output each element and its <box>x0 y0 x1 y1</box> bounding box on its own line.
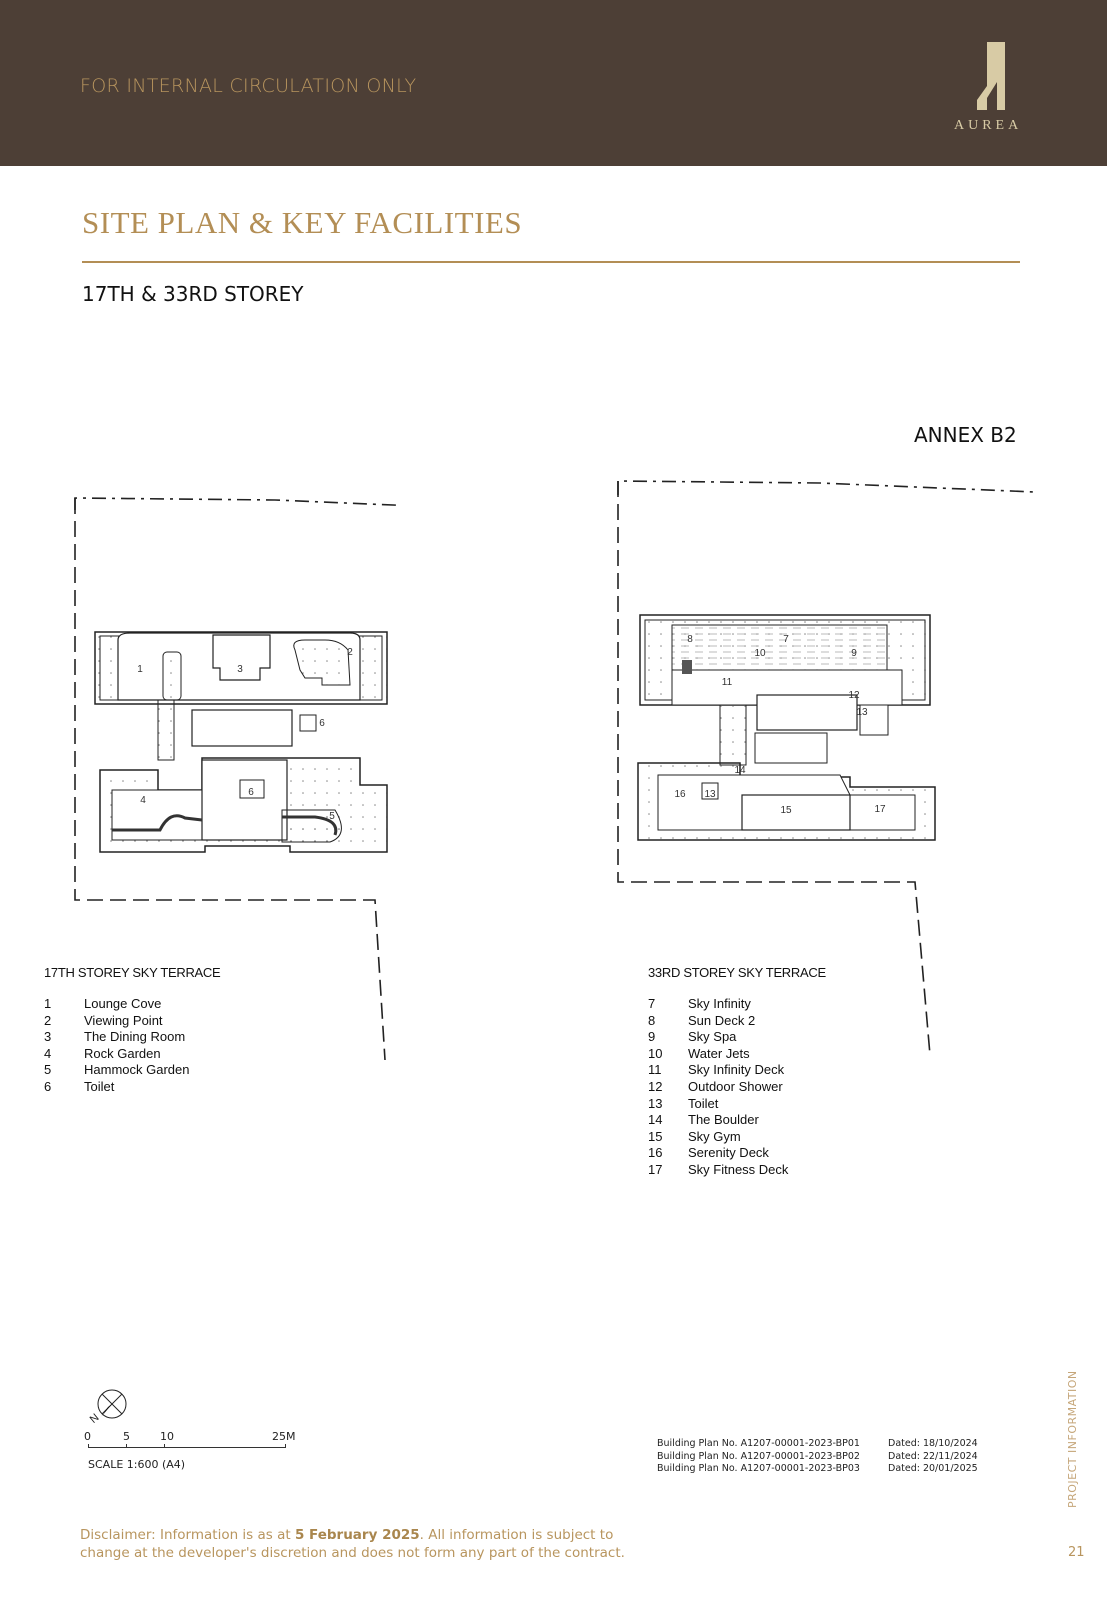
site-plan-17th-storey: 1 2 3 4 5 6 6 <box>74 497 400 1061</box>
svg-text:12: 12 <box>848 690 860 701</box>
section-label: PROJECT INFORMATION <box>1066 1370 1079 1508</box>
svg-text:5: 5 <box>329 811 335 822</box>
aurea-logo-icon <box>977 42 1005 110</box>
svg-text:11: 11 <box>722 677 733 688</box>
scale-bar: 0 5 10 25M <box>84 1430 296 1454</box>
header-band: FOR INTERNAL CIRCULATION ONLY AUREA <box>0 0 1107 166</box>
svg-text:14: 14 <box>734 765 746 776</box>
svg-text:7: 7 <box>783 634 789 645</box>
internal-circulation-notice: FOR INTERNAL CIRCULATION ONLY <box>80 75 417 97</box>
north-compass-icon: N <box>88 1389 127 1424</box>
page-subtitle: 17TH & 33RD STOREY <box>82 282 304 306</box>
svg-text:6: 6 <box>319 718 325 729</box>
page-title: SITE PLAN & KEY FACILITIES <box>82 205 523 240</box>
svg-text:6: 6 <box>248 787 254 798</box>
svg-text:15: 15 <box>780 805 792 816</box>
svg-text:9: 9 <box>851 648 857 659</box>
disclaimer: Disclaimer: Information is as at 5 Febru… <box>80 1527 625 1561</box>
svg-text:8: 8 <box>687 634 693 645</box>
plan-label: 1 <box>137 664 143 675</box>
svg-text:2: 2 <box>347 647 353 658</box>
logo-wordmark: AUREA <box>954 118 1023 133</box>
legend-title: 33RD STOREY SKY TERRACE <box>648 965 826 980</box>
title-divider <box>82 261 1020 263</box>
disclaimer-date: 5 February 2025 <box>294 1527 420 1543</box>
svg-text:13: 13 <box>704 789 716 800</box>
page-number: 21 <box>1068 1545 1085 1560</box>
scale-caption: SCALE 1:600 (A4) <box>88 1458 186 1471</box>
svg-text:3: 3 <box>237 664 243 675</box>
svg-text:13: 13 <box>856 707 868 718</box>
svg-text:16: 16 <box>674 789 686 800</box>
svg-text:4: 4 <box>140 795 146 806</box>
annex-label: ANNEX B2 <box>914 423 1017 447</box>
svg-text:17: 17 <box>874 804 886 815</box>
site-plan-33rd-storey: 7 8 9 10 11 12 13 14 15 16 13 17 <box>617 480 1036 1056</box>
legend-title: 17TH STOREY SKY TERRACE <box>44 965 221 980</box>
svg-text:10: 10 <box>754 648 766 659</box>
svg-text:N: N <box>88 1412 102 1424</box>
